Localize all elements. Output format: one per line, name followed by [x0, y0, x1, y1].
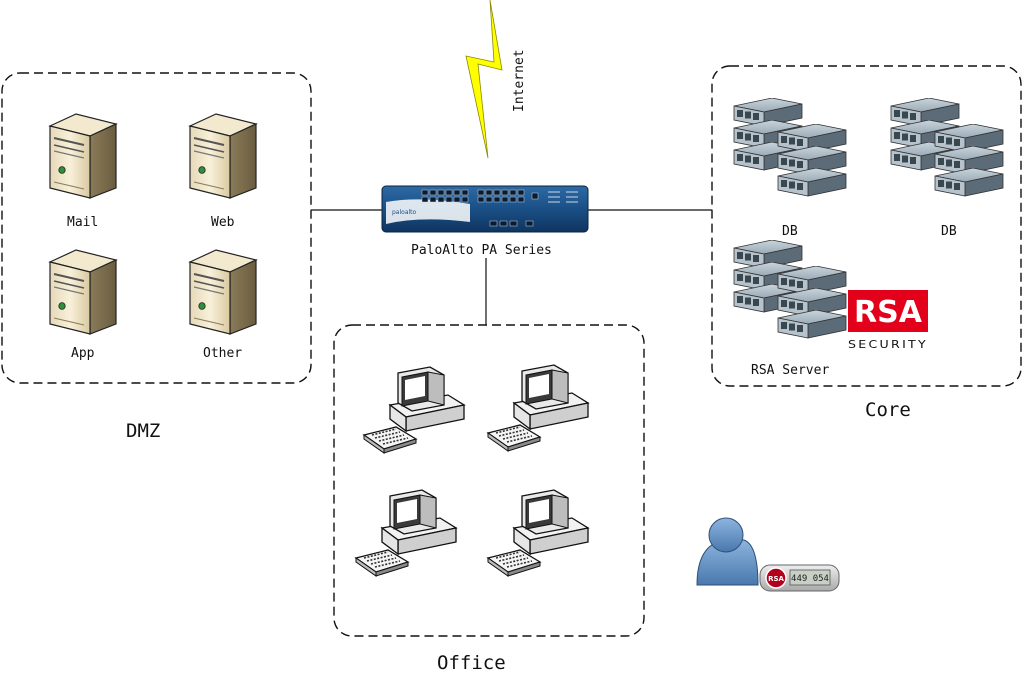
workstation-icon	[355, 489, 457, 577]
dmz-zone: Mail Web App Other DMZ	[49, 113, 257, 442]
server-tower-icon	[49, 113, 117, 199]
core-zone: DB DB RSA Server RSA SECURITY Core	[734, 98, 1003, 421]
server-label: Other	[203, 346, 242, 361]
firewall-brand-logo: paloalto	[392, 209, 417, 216]
office-zone: Office	[355, 364, 589, 674]
workstation-icon	[363, 366, 465, 454]
db-label: DB	[782, 224, 798, 239]
rack-server-icon	[734, 240, 846, 338]
internet-link: Internet	[465, 0, 527, 159]
rsa-server-label: RSA Server	[751, 363, 829, 378]
user-icon	[696, 517, 759, 586]
db-cluster-left: DB	[734, 98, 846, 239]
server-label: Mail	[67, 215, 98, 230]
db-label: DB	[941, 224, 957, 239]
core-zone-box	[711, 65, 1022, 387]
workstation-icon	[487, 364, 589, 452]
db-cluster-right: DB	[891, 98, 1003, 239]
server-tower-icon	[49, 249, 117, 335]
firewall-label: PaloAlto PA Series	[411, 243, 552, 258]
internet-label: Internet	[512, 49, 527, 112]
server-tower-icon	[189, 249, 257, 335]
lightning-bolt-icon	[465, 0, 503, 159]
server-app: App	[49, 249, 117, 361]
rsa-token-icon: RSA 449 054	[759, 564, 840, 592]
rack-server-icon	[734, 98, 846, 196]
office-zone-box	[333, 324, 645, 637]
token-logo: RSA	[768, 575, 784, 583]
token-code: 449 054	[791, 574, 829, 584]
server-mail: Mail	[49, 113, 117, 230]
connection-lines	[311, 209, 712, 325]
firewall-device: paloalto PaloAlto PA Series	[381, 185, 589, 258]
core-title: Core	[865, 399, 911, 421]
server-label: Web	[211, 215, 235, 230]
server-web: Web	[189, 113, 257, 230]
dmz-zone-box	[1, 72, 312, 384]
firewall-ports	[421, 189, 539, 227]
zone-boundaries	[1, 65, 1022, 637]
rack-server-icon	[891, 98, 1003, 196]
server-label: App	[71, 346, 95, 361]
server-other: Other	[189, 249, 257, 361]
rsa-server-cluster: RSA Server	[734, 240, 846, 378]
workstation-icon	[487, 489, 589, 577]
server-tower-icon	[189, 113, 257, 199]
remote-user: RSA 449 054	[696, 517, 840, 592]
rsa-wordmark: RSA	[854, 295, 923, 330]
rsa-security-logo: RSA SECURITY	[848, 290, 928, 351]
rsa-tagline: SECURITY	[848, 338, 928, 351]
dmz-title: DMZ	[126, 420, 160, 442]
office-title: Office	[437, 652, 506, 674]
